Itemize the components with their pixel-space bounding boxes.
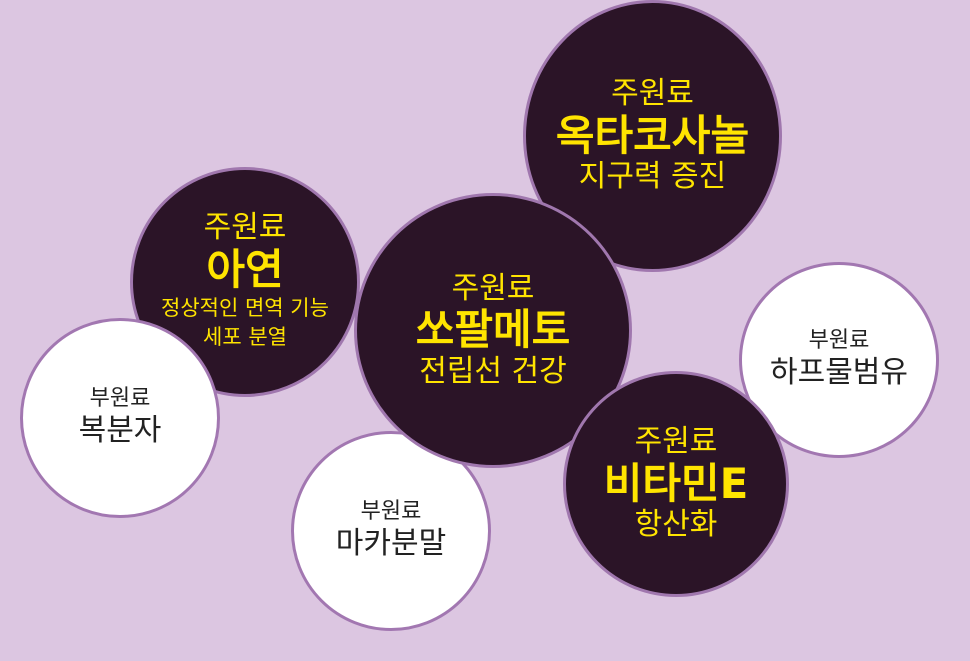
sub-ingredient-bokbunja: 부원료 복분자 [20, 318, 220, 518]
ingredient-name: 하프물범유 [770, 355, 908, 391]
ingredient-name: 쏘팔메토 [415, 305, 571, 355]
ingredient-type-label: 주원료 [203, 210, 287, 246]
ingredient-type-label: 부원료 [808, 328, 870, 354]
ingredient-type-label: 부원료 [360, 499, 422, 525]
ingredient-type-label: 주원료 [611, 76, 694, 112]
ingredient-name: 옥타코사놀 [555, 110, 750, 160]
ingredient-benefit-line1: 정상적인 면역 기능 [161, 296, 329, 320]
ingredient-name: 비타민E [603, 458, 749, 508]
sub-ingredient-maca: 부원료 마카분말 [291, 431, 491, 631]
ingredient-benefit-line2: 세포 분열 [203, 325, 287, 350]
ingredient-type-label: 부원료 [89, 386, 151, 412]
ingredient-benefit: 전립선 건강 [419, 353, 567, 389]
main-ingredient-zinc: 주원료 아연 정상적인 면역 기능 세포 분열 [130, 167, 360, 397]
ingredient-benefit: 항산화 [634, 507, 718, 543]
ingredient-benefit: 지구력 증진 [578, 159, 727, 195]
ingredient-name: 복분자 [78, 413, 162, 449]
main-ingredient-vitamin-e: 주원료 비타민E 항산화 [563, 371, 789, 597]
ingredient-type-label: 주원료 [634, 424, 718, 460]
ingredient-name: 아연 [206, 244, 284, 294]
ingredient-type-label: 주원료 [451, 270, 535, 306]
ingredient-name: 마카분말 [335, 526, 447, 562]
